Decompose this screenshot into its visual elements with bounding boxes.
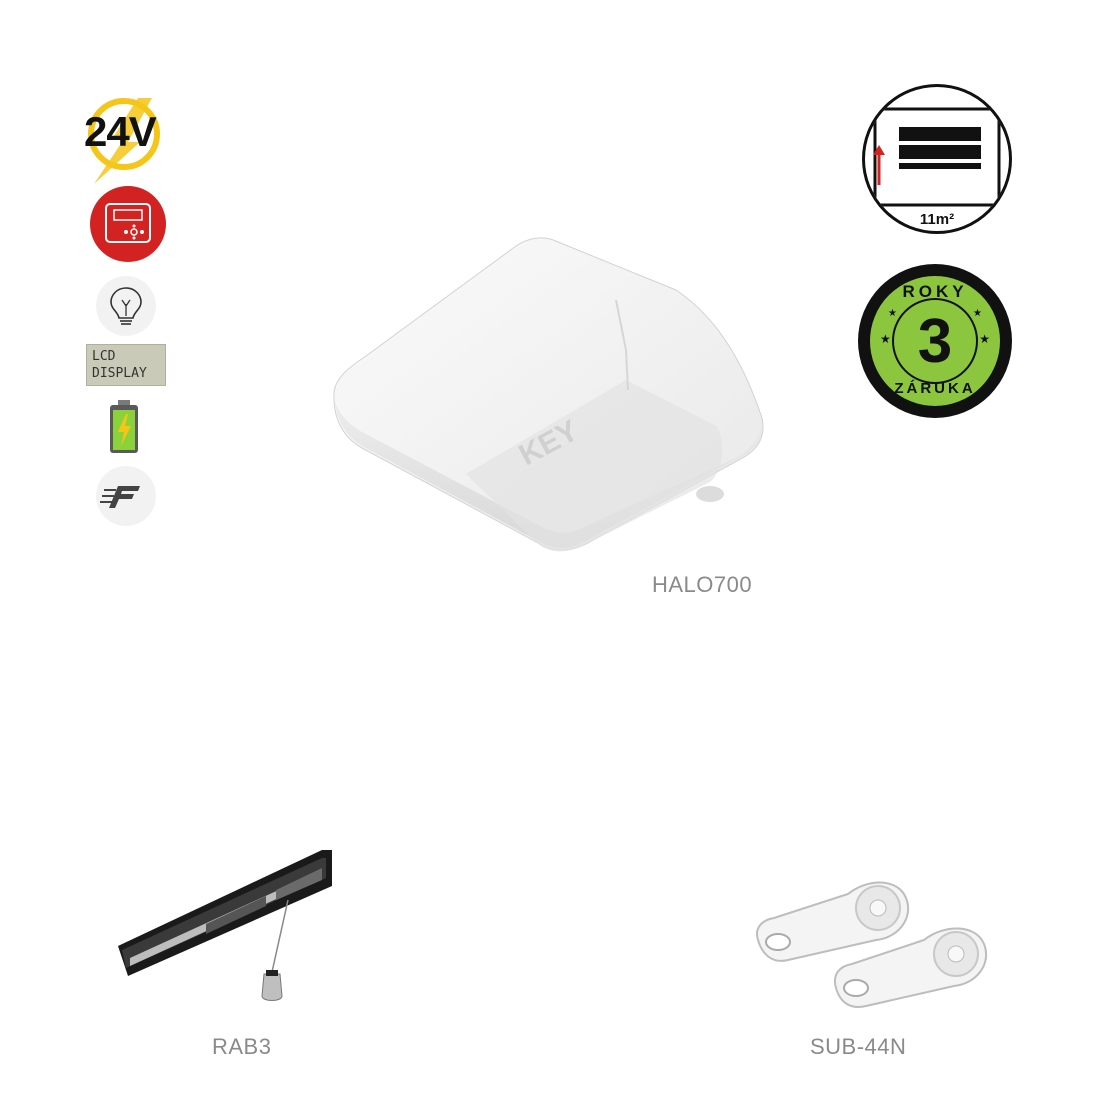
remote-model-label: SUB-44N: [810, 1034, 907, 1059]
warranty-badge-inner: ROKY 3 ZÁRUKA ★ ★ ★ ★: [867, 273, 1003, 409]
warranty-top-label: ROKY: [902, 282, 968, 301]
lcd-line-2: DISPLAY: [92, 366, 147, 381]
rail-model-label: RAB3: [212, 1034, 272, 1059]
voltage-label: 24V: [84, 108, 157, 155]
star-icon: ★: [973, 308, 982, 319]
lcd-display-icon: LCD DISPLAY: [86, 344, 166, 386]
voltage-24v-icon: 24V: [82, 92, 172, 184]
warranty-badge: ROKY 3 ZÁRUKA ★ ★ ★ ★: [858, 264, 1012, 418]
fast-speed-icon: [96, 466, 156, 526]
star-icon: ★: [880, 332, 891, 346]
remote-controls-image: [748, 870, 998, 1010]
lcd-line-1: LCD: [92, 349, 116, 364]
remote-control-2: [834, 927, 987, 1008]
light-bulb-icon: [96, 276, 156, 336]
garage-door-size-icon: 11m²: [862, 84, 1012, 234]
warranty-years: 3: [917, 307, 953, 376]
motor-unit-image: KEY: [326, 230, 776, 560]
rail-image: [116, 846, 336, 1006]
motor-model-label: HALO700: [652, 572, 753, 597]
battery-icon: [106, 398, 142, 456]
star-icon: ★: [888, 308, 897, 319]
star-icon: ★: [979, 332, 990, 346]
warranty-bottom-label: ZÁRUKA: [894, 380, 976, 397]
door-area-label: 11m²: [919, 211, 955, 228]
remote-control-1: [756, 881, 909, 962]
control-panel-icon: [90, 186, 166, 262]
